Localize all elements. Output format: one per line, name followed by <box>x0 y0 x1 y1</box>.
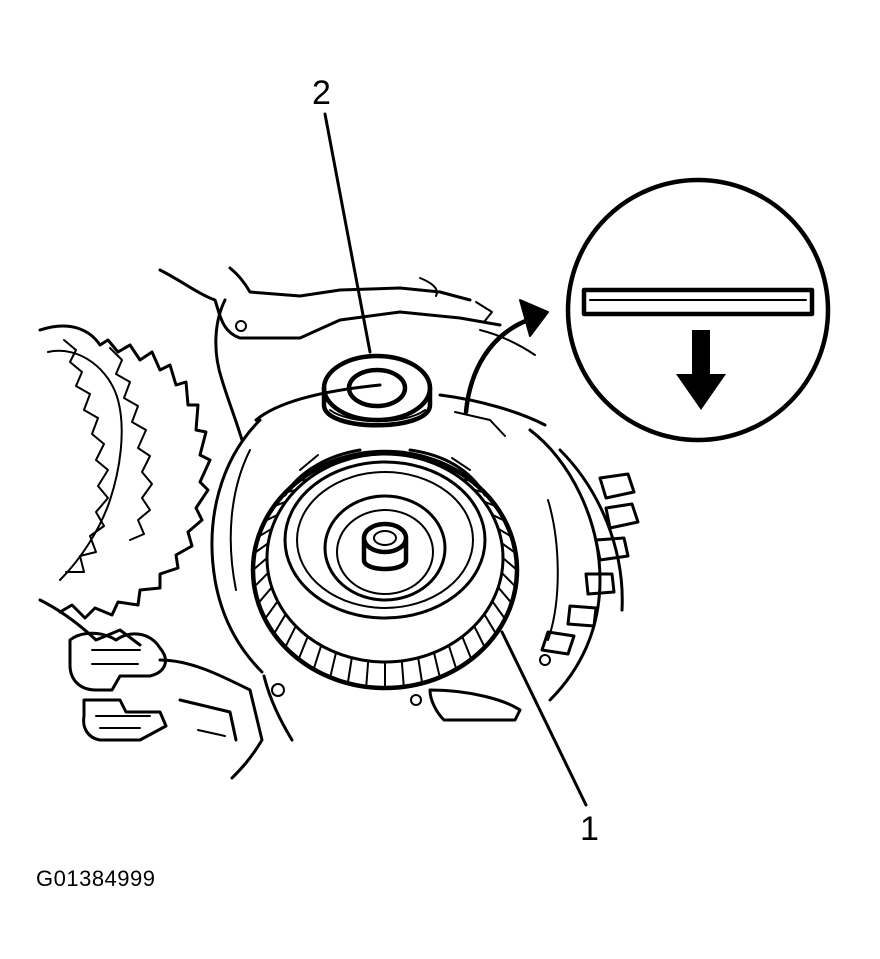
gear-tooth <box>297 478 309 482</box>
gear-tooth <box>312 644 323 671</box>
gear-tooth <box>273 613 287 635</box>
gear-tooth <box>433 651 441 679</box>
transmission-case <box>158 266 547 442</box>
gear-tooth <box>257 586 273 605</box>
gear-tooth <box>497 586 513 605</box>
gear-tooth <box>400 452 405 457</box>
gear-tooth <box>491 600 507 620</box>
gear-tooth <box>297 635 309 661</box>
leader-lines <box>323 112 588 807</box>
washer-cross-section <box>581 287 815 317</box>
figure-id: G01384999 <box>36 866 156 891</box>
gear-tooth <box>483 500 497 508</box>
gear-tooth <box>257 527 273 538</box>
leader-line-1 <box>500 630 588 807</box>
gear-assembly <box>250 448 520 691</box>
gear-tooth <box>502 557 518 571</box>
gear-tooth <box>365 452 370 457</box>
gear-teeth <box>252 451 518 689</box>
gear-tooth <box>461 478 473 482</box>
gear-tooth <box>483 613 497 635</box>
left-gear-pack <box>38 324 212 647</box>
gear-tooth <box>461 635 473 661</box>
gear-tooth <box>447 644 458 671</box>
gear-tooth <box>263 513 279 522</box>
callout-number-1: 1 <box>580 810 599 848</box>
gear-tooth <box>433 461 441 465</box>
gear-tooth <box>400 659 405 688</box>
gear-tooth <box>473 625 486 649</box>
gear-tooth <box>365 659 370 688</box>
gear-tooth <box>284 625 297 649</box>
gear-tooth <box>491 513 507 522</box>
detail-pointer-arrow <box>463 299 549 415</box>
gear-tooth <box>346 455 353 460</box>
gear-tooth <box>253 571 270 588</box>
gear-tooth <box>346 656 353 685</box>
thrust-washer <box>321 353 433 428</box>
gear-tooth <box>263 600 279 620</box>
gear-tooth <box>329 651 337 679</box>
gear-tooth <box>329 461 337 465</box>
gear-tooth <box>500 542 517 555</box>
gear-tooth <box>273 500 287 508</box>
callout-number-2: 2 <box>312 74 331 112</box>
gear-housing-left <box>210 418 294 742</box>
leader-line-2 <box>323 112 372 354</box>
gear-tooth <box>500 571 517 588</box>
gear-tooth <box>417 656 424 685</box>
gear-tooth <box>497 527 513 538</box>
down-arrow-icon <box>676 330 726 410</box>
gear-tooth <box>417 455 424 460</box>
lower-left-housing <box>68 631 264 780</box>
right-housing <box>410 428 640 722</box>
detail-view <box>565 177 831 443</box>
gear-tooth <box>252 557 268 571</box>
gear-tooth <box>253 542 270 555</box>
